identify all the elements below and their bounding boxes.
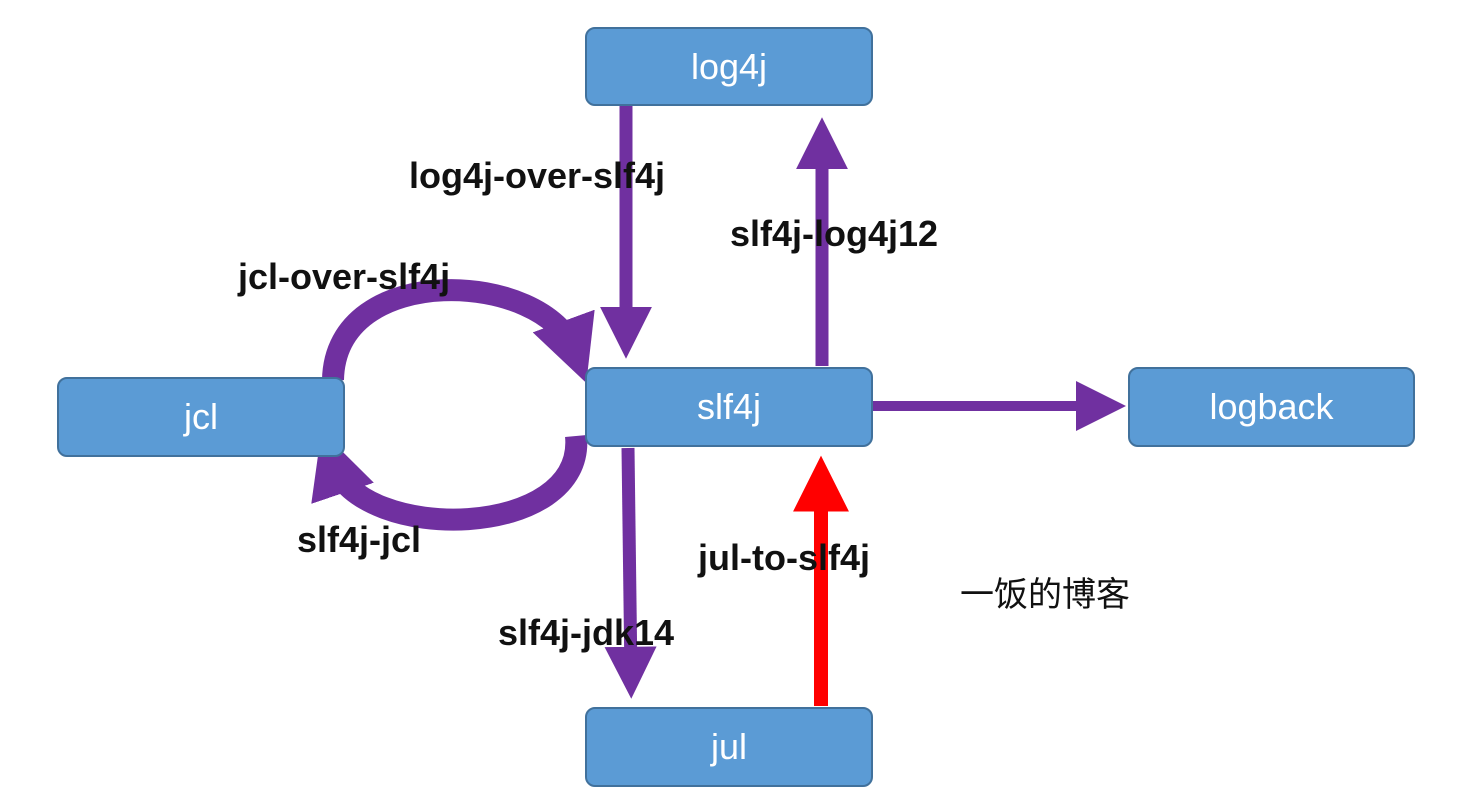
node-jcl: jcl — [57, 377, 345, 457]
label-slf4j-jdk14: slf4j-jdk14 — [498, 612, 675, 653]
label-jcl-over-slf4j: jcl-over-slf4j — [238, 256, 451, 297]
node-log4j-label: log4j — [690, 45, 768, 87]
label-slf4j-log4j12: slf4j-log4j12 — [730, 213, 939, 254]
label-slf4j-jcl: slf4j-jcl — [297, 519, 422, 560]
arrow-slf4j-jcl — [311, 430, 588, 531]
arrow-jcl-over-slf4j — [322, 279, 595, 383]
node-slf4j-label: slf4j — [696, 386, 762, 427]
label-log4j-over-slf4j: log4j-over-slf4j — [409, 155, 666, 196]
node-jcl-label: jcl — [184, 396, 218, 437]
node-logback-label: logback — [1209, 386, 1334, 427]
node-log4j: log4j — [585, 27, 873, 106]
watermark-text: 一饭的博客 — [960, 575, 1130, 615]
label-jul-to-slf4j: jul-to-slf4j — [698, 537, 870, 578]
node-slf4j: slf4j — [585, 367, 873, 447]
arrow-slf4j-jdk14 — [604, 447, 657, 699]
node-jul: jul — [585, 707, 873, 787]
node-logback: logback — [1128, 367, 1415, 447]
node-jul-label: jul — [710, 726, 748, 767]
